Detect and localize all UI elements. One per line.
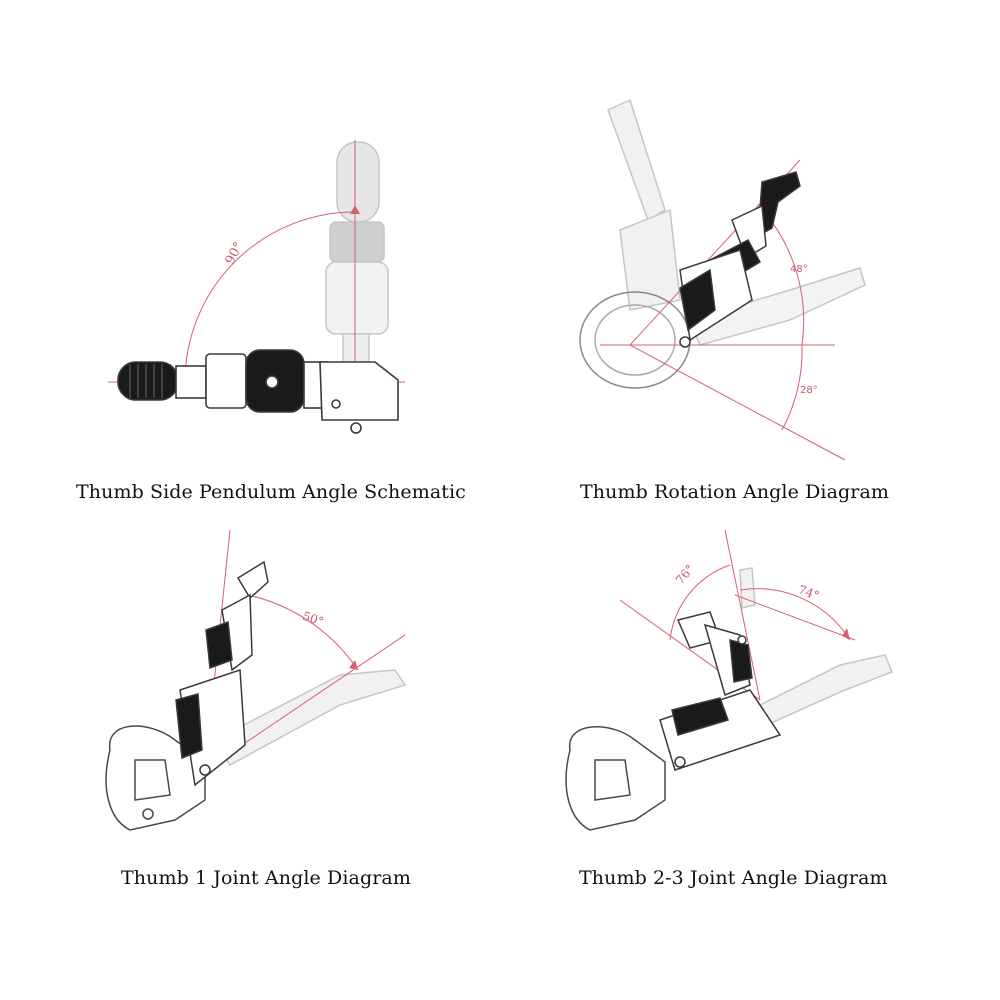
thumb-joint-1-diagram: 50° bbox=[105, 529, 407, 831]
thumb-raised bbox=[679, 171, 801, 348]
thumb-raised-joint1 bbox=[175, 560, 269, 787]
panel-joint-2-3: 76° 74° Thumb 2-3 Joint Angle Diagram bbox=[500, 500, 1000, 1000]
caption-rotation: Thumb Rotation Angle Diagram bbox=[580, 481, 890, 503]
thumb-horizontal bbox=[117, 349, 399, 434]
angle-label-28: 28° bbox=[800, 385, 818, 396]
thumb-side-pendulum-schematic: 90° bbox=[108, 140, 405, 434]
angle-label-76: 76° bbox=[673, 562, 697, 587]
thumb-joint-2-3-diagram: 76° 74° bbox=[565, 529, 893, 831]
angle-label-74: 74° bbox=[796, 582, 821, 602]
panel-joint-1: 50° Thumb 1 Joint Angle Diagram bbox=[0, 500, 500, 1000]
angle-label-50: 50° bbox=[301, 609, 326, 629]
caption-joint-1: Thumb 1 Joint Angle Diagram bbox=[121, 867, 411, 889]
panel-rotation: 48° 28° Thumb Rotation Angle Diagram bbox=[500, 0, 1000, 503]
panel-side-pendulum: 90° Thumb Side Pendulum Angle Schematic bbox=[0, 0, 500, 503]
ghost-thumb-upper bbox=[607, 98, 681, 311]
caption-side-pendulum: Thumb Side Pendulum Angle Schematic bbox=[76, 481, 466, 503]
caption-joint-2-3: Thumb 2-3 Joint Angle Diagram bbox=[579, 867, 888, 889]
thumb-rotation-diagram: 48° 28° bbox=[579, 98, 866, 461]
thumb-base-2 bbox=[565, 725, 666, 831]
angle-label-48: 48° bbox=[790, 264, 808, 275]
ghost-thumb-vertical bbox=[325, 141, 389, 375]
angle-label-90: 90° bbox=[223, 240, 247, 267]
thumb-base bbox=[105, 725, 206, 831]
thumb-bent-joint23 bbox=[659, 611, 782, 771]
ghost-thumb-extended bbox=[213, 669, 407, 767]
